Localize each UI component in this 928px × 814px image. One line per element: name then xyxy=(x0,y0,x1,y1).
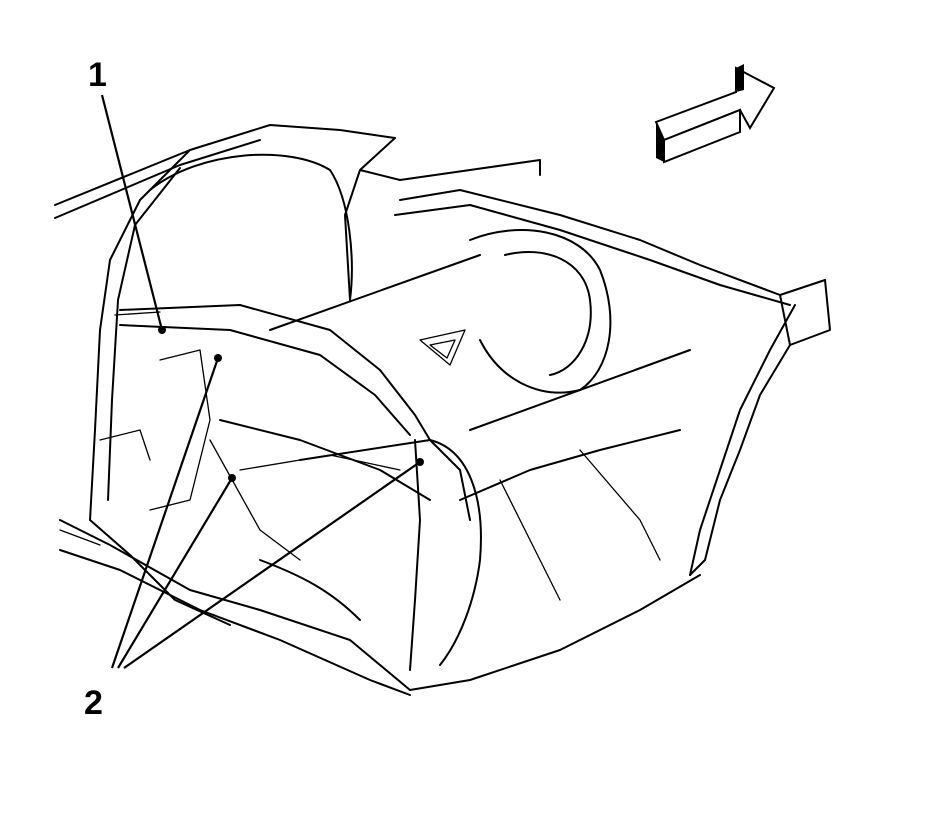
leader-line-2a xyxy=(110,357,220,669)
callout-leader-lines xyxy=(100,94,424,669)
fastener-point-2a xyxy=(214,354,222,362)
fastener-point-2c xyxy=(416,458,424,466)
fastener-point-2b xyxy=(228,474,236,482)
leader-line-2c xyxy=(123,461,421,669)
callout-label-2: 2 xyxy=(84,684,103,722)
leader-line-1 xyxy=(100,94,164,331)
forward-direction-arrow-icon xyxy=(654,64,776,164)
fastener-point-1 xyxy=(158,326,166,334)
body-structure-outline xyxy=(54,124,831,696)
leader-line-2b xyxy=(117,477,233,669)
callout-label-1: 1 xyxy=(88,56,107,94)
